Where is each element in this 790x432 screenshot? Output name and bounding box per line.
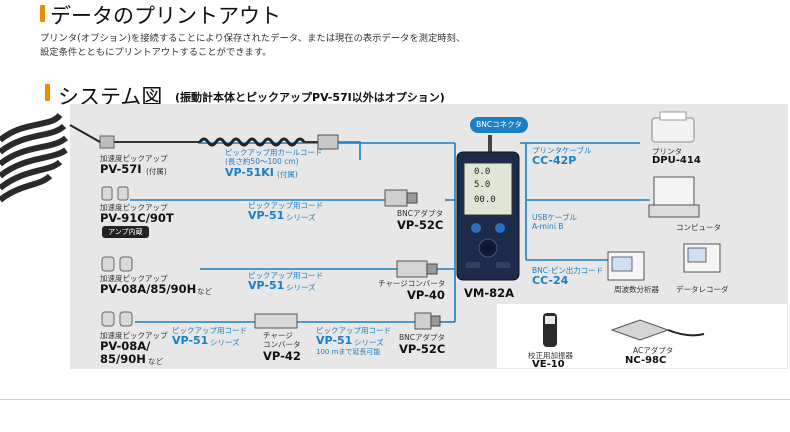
- row3-converter-model: VP-40: [407, 288, 445, 302]
- row2-cord-label: ピックアップ用コード: [248, 201, 323, 210]
- row2-cord-suffix: シリーズ: [286, 213, 316, 222]
- printer-model: DPU-414: [652, 155, 701, 166]
- row3-converter-caption: チャージコンバータ: [378, 279, 446, 288]
- heading-accent-bar: [45, 84, 50, 101]
- description-line-2: 設定条件とともにプリントアウトすることができます。: [40, 47, 272, 58]
- description-line-1: プリンタ(オプション)を接続することにより保存されたデータ、または現在の表示デー…: [40, 33, 466, 44]
- bnc-connector-tag: BNCコネクタ: [470, 117, 528, 133]
- row2-adapter-caption: BNCアダプタ: [397, 209, 443, 218]
- main-unit-model: VM-82A: [464, 286, 515, 300]
- main-unit-display-value-2: 5.0: [474, 180, 491, 190]
- charge-converter-vp40-icon: [396, 260, 438, 278]
- row4-pickup-suffix: など: [148, 357, 163, 366]
- row3-pickup-model: PV-08A/85/90H: [100, 282, 197, 296]
- pin-cord-model: CC-24: [532, 274, 569, 287]
- row4-pickup-caption: 加速度ピックアップ: [100, 331, 168, 340]
- row1-pickup-model: PV-57I: [100, 162, 142, 176]
- row1-cord-model: VP-51KI: [225, 166, 274, 179]
- bnc-adapter-row4-icon: [414, 312, 441, 330]
- main-unit-display-value-3: 00.0: [474, 195, 496, 205]
- computer-icon: [648, 176, 700, 218]
- row3-pickup-suffix: など: [197, 287, 212, 296]
- row2-adapter-model: VP-52C: [397, 218, 444, 232]
- row4-pickup-model-line1: PV-08A/: [100, 339, 151, 353]
- analyzer-caption: 周波数分析器: [614, 285, 659, 294]
- printer-cable-label: プリンタケーブル: [532, 146, 592, 155]
- curl-cord-icon: [99, 134, 361, 160]
- usb-cable-sub: A-mini B: [532, 222, 564, 231]
- row3-cord-suffix: シリーズ: [286, 283, 316, 292]
- printer-icon: [651, 111, 695, 143]
- row4-cord1-label: ピックアップ用コード: [172, 326, 247, 335]
- pickup-pv08a-icon: [101, 256, 133, 272]
- coiled-cable-icon: [0, 112, 68, 203]
- frequency-analyzer-icon: [607, 251, 645, 281]
- computer-caption: コンピュータ: [676, 223, 721, 232]
- pin-cord-label: BNC-ピン出力コード: [532, 266, 604, 275]
- recorder-caption: データレコーダ: [676, 285, 729, 294]
- row4-cord2-suffix: シリーズ: [354, 338, 384, 347]
- row2-cord-model: VP-51: [248, 209, 285, 222]
- vibrator-caption: 校正用加振器: [528, 351, 573, 360]
- row4-converter-model: VP-42: [263, 349, 301, 363]
- charge-converter-vp42-icon: [254, 313, 298, 329]
- row3-cord-model: VP-51: [248, 279, 285, 292]
- printer-cable-model: CC-42P: [532, 154, 577, 167]
- row1-pickup-caption: 加速度ピックアップ: [100, 154, 168, 163]
- main-unit-display-value-1: 0.0: [474, 167, 491, 177]
- row1-cord-suffix: (付属): [277, 170, 298, 179]
- amp-built-in-badge: アンプ内蔵: [102, 226, 149, 238]
- row3-cord-label: ピックアップ用コード: [248, 271, 323, 280]
- row4-converter-caption-1: チャージ: [263, 331, 293, 340]
- usb-cable-label: USBケーブル: [532, 213, 577, 222]
- row1-cord-label: ピックアップ用カールコード: [225, 148, 323, 157]
- vibrator-model: VE-10: [532, 359, 565, 370]
- calibration-vibrator-icon: [543, 313, 557, 347]
- printer-caption: プリンタ: [652, 147, 682, 156]
- row4-pickup-model-line2: 85/90H: [100, 352, 146, 366]
- system-note: (振動計本体とピックアップPV-57I以外はオプション): [175, 91, 445, 104]
- row4-cord2-note: 100 mまで延長可能: [316, 348, 381, 356]
- row4-converter-caption-2: コンバータ: [263, 340, 301, 349]
- footer-divider: [0, 399, 790, 400]
- ac-adapter-caption: ACアダプタ: [633, 346, 674, 355]
- heading-accent-bar: [40, 5, 45, 22]
- row4-cord2-model: VP-51: [316, 334, 353, 347]
- data-recorder-icon: [683, 243, 721, 273]
- row4-adapter-caption: BNCアダプタ: [399, 333, 445, 342]
- row4-cord2-label: ピックアップ用コード: [316, 326, 391, 335]
- row4-cord1-suffix: シリーズ: [210, 338, 240, 347]
- row1-pickup-suffix: (付属): [146, 167, 167, 176]
- row2-pickup-model: PV-91C/90T: [100, 211, 174, 225]
- section-title-printout: データのプリントアウト: [50, 4, 281, 28]
- main-unit-device-icon: [456, 135, 520, 281]
- ac-adapter-model: NC-98C: [625, 355, 667, 366]
- row1-cord-length: (長さ約50～100 cm): [225, 157, 299, 166]
- pickup-pv08a-row4-icon: [101, 311, 133, 327]
- bnc-adapter-icon: [384, 189, 418, 207]
- row3-pickup-caption: 加速度ピックアップ: [100, 274, 168, 283]
- pickup-pv91c-icon: [101, 186, 129, 201]
- ac-adapter-icon: [610, 319, 705, 341]
- row4-adapter-model: VP-52C: [399, 342, 446, 356]
- row2-pickup-caption: 加速度ピックアップ: [100, 203, 168, 212]
- row4-cord1-model: VP-51: [172, 334, 209, 347]
